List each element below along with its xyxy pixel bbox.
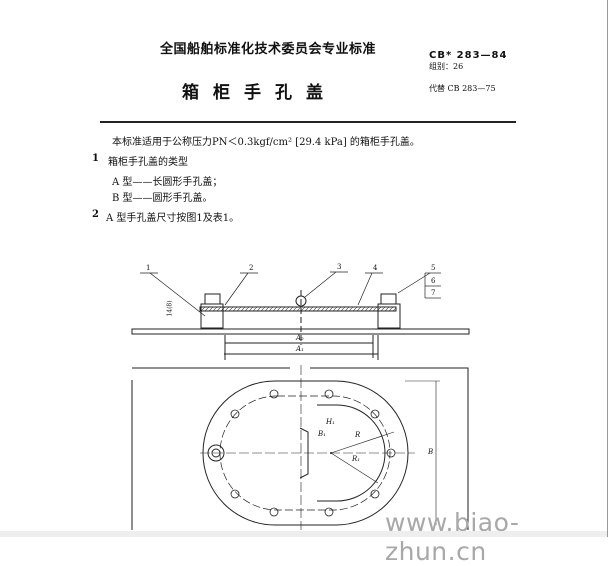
callout-2: 2: [249, 264, 254, 272]
callout-5: 5: [431, 264, 436, 272]
callout-lines: [140, 271, 441, 317]
watermark: www.biao-zhun.cn: [385, 508, 520, 566]
replaces-standard: 代替 CB 283—75: [429, 84, 496, 93]
left-nut-icon: [204, 293, 221, 305]
group-number: 组别：26: [429, 62, 464, 71]
stud-nut-icon: [207, 444, 225, 462]
standard-code: CB* 283—84: [429, 50, 508, 61]
plan-view: [131, 365, 469, 530]
callout-4: 4: [373, 264, 378, 272]
dim-b1: B₁: [318, 430, 326, 438]
document-title: 箱柜手孔盖: [182, 83, 337, 103]
type-b-item: B 型——圆形手孔盖。: [112, 193, 213, 204]
bottom-band: [0, 531, 607, 537]
callout-6: 6: [431, 277, 436, 285]
section-2-number: 2: [92, 209, 99, 220]
right-nut-icon: [380, 293, 397, 305]
handle-grip-icon: [299, 427, 309, 479]
dim-h1: H₁: [326, 418, 335, 426]
bolt-holes: [230, 389, 396, 517]
page-edge: [607, 0, 608, 537]
callout-3: 3: [337, 263, 342, 271]
section-2-text: A 型手孔盖尺寸按图1及表1。: [106, 213, 240, 224]
header-divider: [100, 121, 516, 123]
section-1-number: 1: [92, 153, 99, 164]
type-a-item: A 型——长圆形手孔盖；: [112, 177, 223, 188]
figure-1-drawing: [131, 271, 470, 530]
dim-a1: A₁: [296, 345, 304, 353]
dim-a2: A₂: [296, 334, 304, 342]
callout-1: 1: [146, 264, 151, 272]
callout-7: 7: [431, 289, 436, 297]
dim-r: R: [355, 431, 361, 439]
section-view: [131, 290, 470, 360]
dim-thickness: 14(8): [166, 300, 174, 317]
standard-committee-header: 全国船舶标准化技术委员会专业标准: [160, 42, 377, 57]
dim-b: B: [428, 448, 434, 456]
scope-paragraph: 本标准适用于公称压力PN＜0.3kgf/cm² [29.4 kPa] 的箱柜手孔…: [112, 137, 420, 148]
section-1-title: 箱柜手孔盖的类型: [108, 157, 188, 168]
dim-r1: R₁: [352, 455, 361, 463]
